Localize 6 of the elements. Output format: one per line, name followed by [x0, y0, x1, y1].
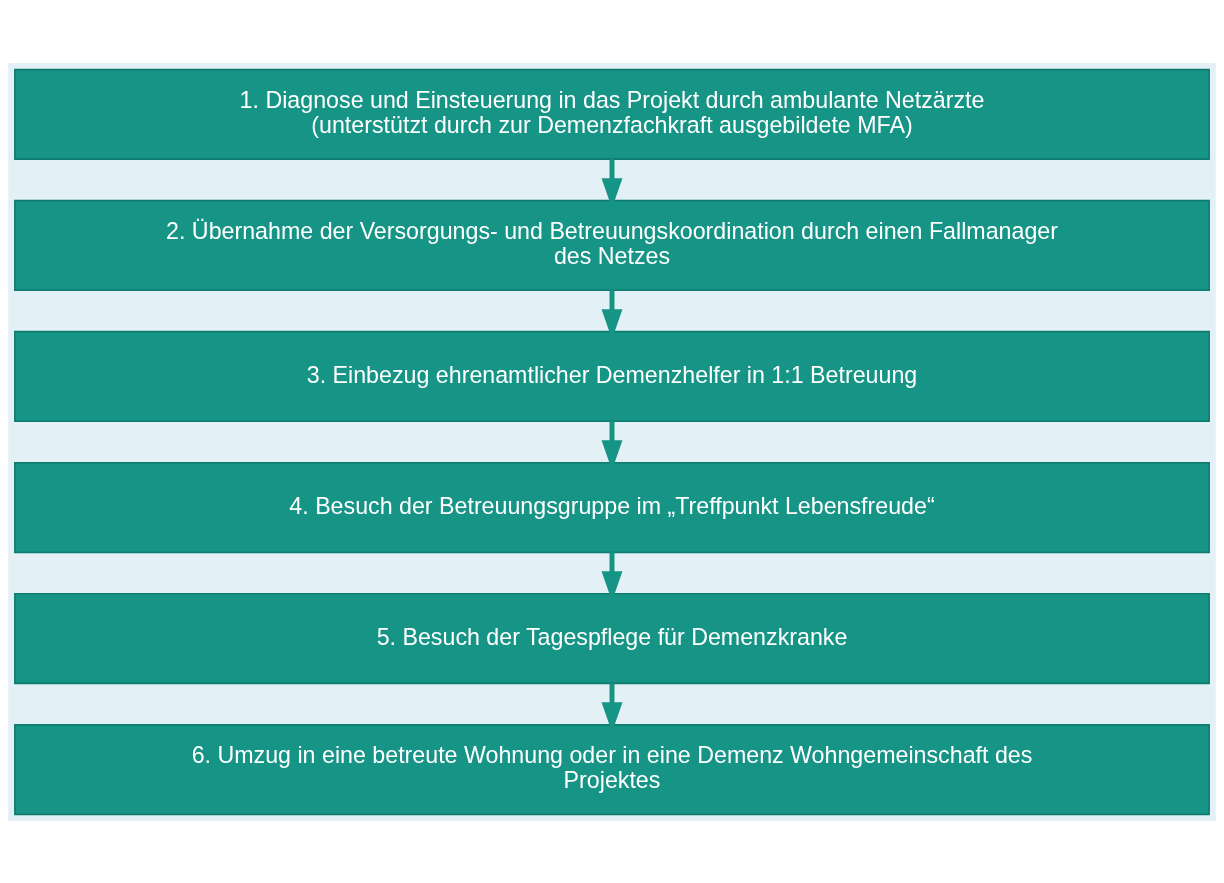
node-box: 6. Umzug in eine betreute Wohnung oder in eine Demenz Wohngemeinschaft des Projektes	[14, 723, 1210, 815]
node-box: 4. Besuch der Betreuungsgruppe im „Treffpunkt Lebensfreude“	[14, 461, 1210, 553]
node-box: 1. Diagnose und Einsteuerung in das Projekt durch ambulante Netzärzte (unterstützt durch zur Demenzfachkraft ausgebildete MFA)	[14, 68, 1210, 160]
node-box: 5. Besuch der Tagespflege für Demenzkranke	[14, 592, 1210, 684]
node-box: 3. Einbezug ehrenamtlicher Demenzhelfer in 1:1 Betreuung	[14, 330, 1210, 422]
node-box: 2. Übernahme der Versorgungs- und Betreuungskoordination durch einen Fallmanager des Netzes	[14, 199, 1210, 291]
